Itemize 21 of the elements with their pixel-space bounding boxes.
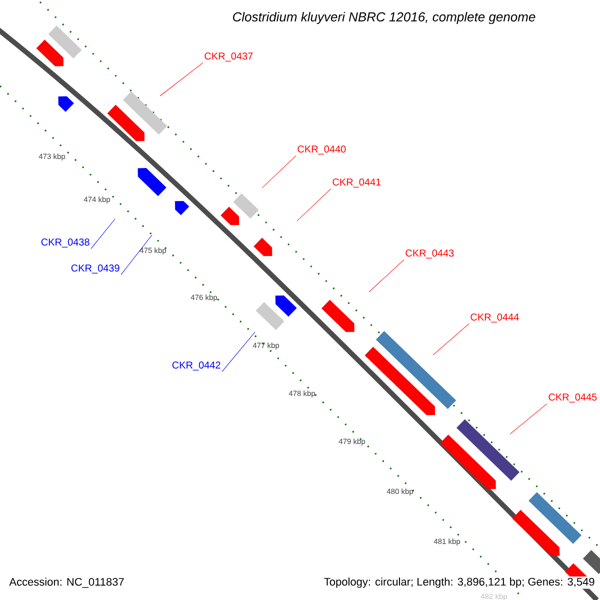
accession-text: Accession: NC_011837 xyxy=(8,576,126,589)
leader-line xyxy=(368,259,404,292)
gene-label: CKR_0437 xyxy=(204,52,253,62)
gene-label: CKR_0438 xyxy=(41,238,90,248)
leader-line xyxy=(432,323,470,356)
leader-line xyxy=(296,188,332,222)
gene-label: CKR_0445 xyxy=(548,394,597,402)
leader-line xyxy=(120,234,152,275)
leader-line xyxy=(510,403,548,434)
gene-label: CKR_0443 xyxy=(406,250,454,258)
leader-line xyxy=(90,218,116,249)
genome-info-text: Topology: circular; Length: 3,896,121 bp; Genes: 3,549 xyxy=(322,576,596,589)
leader-line xyxy=(160,62,204,96)
gene-label: CKR_0441 xyxy=(332,178,381,188)
leader-line xyxy=(222,332,256,372)
gene-label: CKR_0442 xyxy=(172,362,220,370)
gene-label: CKR_0444 xyxy=(470,314,519,322)
title: Clostridium kluyveri NBRC 12016, complete genome xyxy=(231,10,537,26)
gene-label: CKR_0439 xyxy=(71,264,120,274)
leader-line xyxy=(262,155,296,188)
gene-label: CKR_0440 xyxy=(298,146,346,154)
